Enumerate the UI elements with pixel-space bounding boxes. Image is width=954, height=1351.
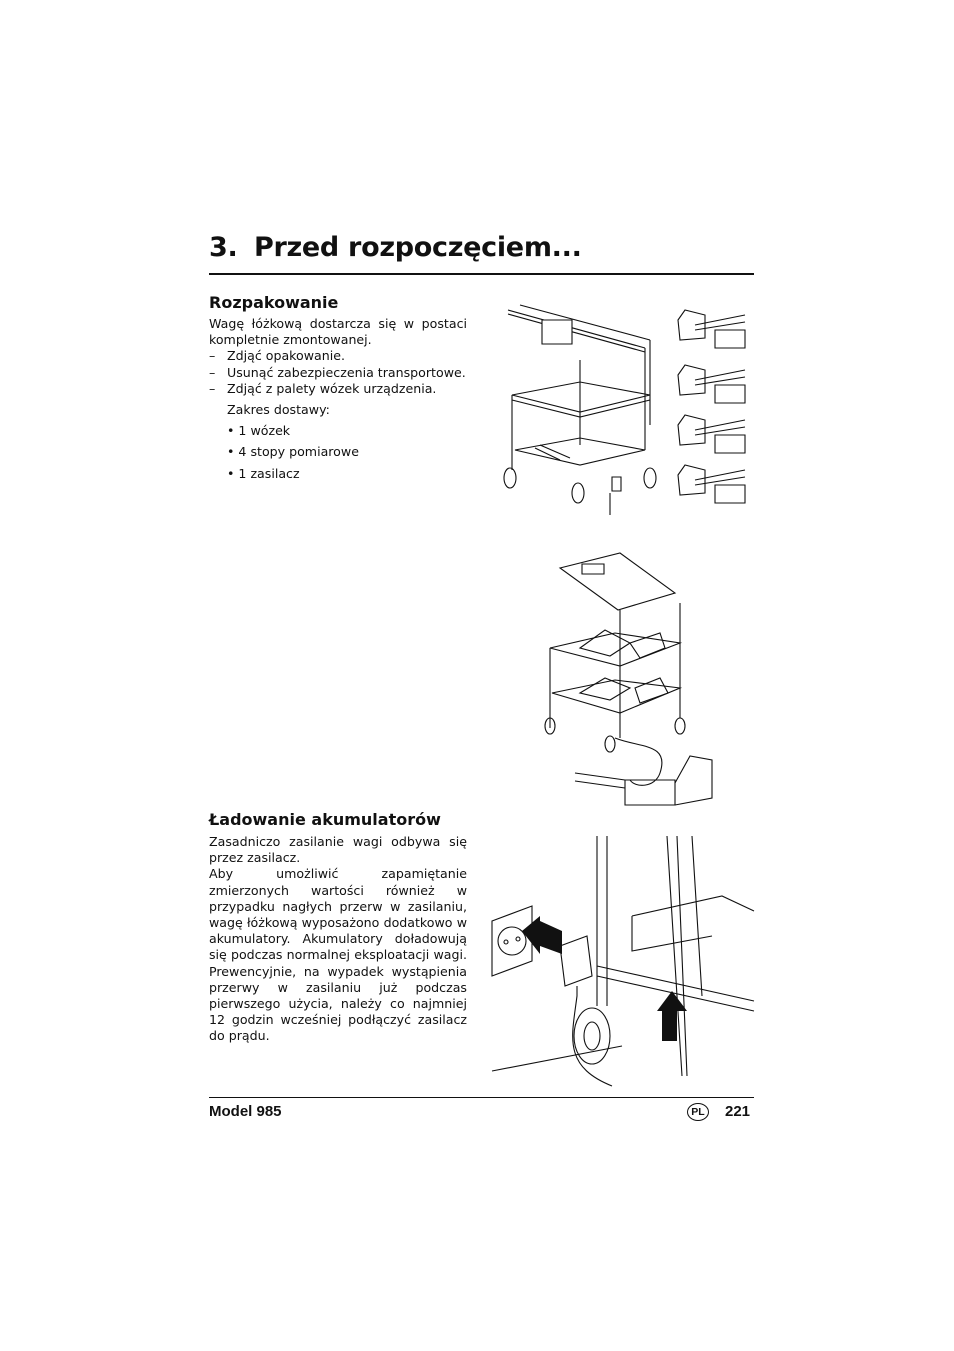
unpacking-step: Usunąć zabezpieczenia transportowe. bbox=[209, 365, 467, 381]
delivery-scope-item: • 4 stopy pomiarowe bbox=[227, 444, 359, 460]
delivery-scope-item: • 1 wózek bbox=[227, 423, 291, 439]
delivery-scope: Zakres dostawy: • 1 wózek • 4 stopy pomi… bbox=[209, 402, 467, 482]
charging-illustration bbox=[492, 836, 754, 1086]
page-number: 221 bbox=[725, 1103, 751, 1120]
page-title: 3. Przed rozpoczęciem... bbox=[209, 232, 582, 263]
delivery-scope-label: Zakres dostawy: bbox=[227, 402, 330, 418]
unpacking-intro: Wagę łóżkową dostarcza się w postaci kom… bbox=[209, 316, 467, 348]
footer-model: Model 985 bbox=[209, 1103, 282, 1120]
chapter-number: 3. bbox=[209, 232, 238, 263]
footer-rule bbox=[209, 1097, 754, 1098]
unpacking-steps: Zdjąć opakowanie. Usunąć zabezpieczenia … bbox=[209, 348, 467, 397]
unpacking-section: Wagę łóżkową dostarcza się w postaci kom… bbox=[209, 316, 467, 482]
charging-section: Zasadniczo zasilanie wagi odbywa się prz… bbox=[209, 834, 467, 1045]
title-rule bbox=[209, 273, 754, 275]
cart-and-feet-illustration bbox=[500, 300, 755, 525]
language-badge: PL bbox=[687, 1103, 709, 1121]
unpacking-step: Zdjąć opakowanie. bbox=[209, 348, 467, 364]
charging-paragraph: Zasadniczo zasilanie wagi odbywa się prz… bbox=[209, 834, 467, 866]
charging-heading: Ładowanie akumulatorów bbox=[209, 810, 441, 829]
chapter-title: Przed rozpoczęciem... bbox=[254, 232, 582, 263]
delivery-scope-item: • 1 zasilacz bbox=[227, 465, 300, 481]
charging-paragraph: Aby umożliwić zapamiętanie zmierzonych w… bbox=[209, 866, 467, 1044]
unpacking-heading: Rozpakowanie bbox=[209, 293, 339, 312]
unpacking-step: Zdjąć z palety wózek urządzenia. bbox=[209, 381, 467, 397]
assembled-cart-illustration bbox=[540, 548, 725, 810]
